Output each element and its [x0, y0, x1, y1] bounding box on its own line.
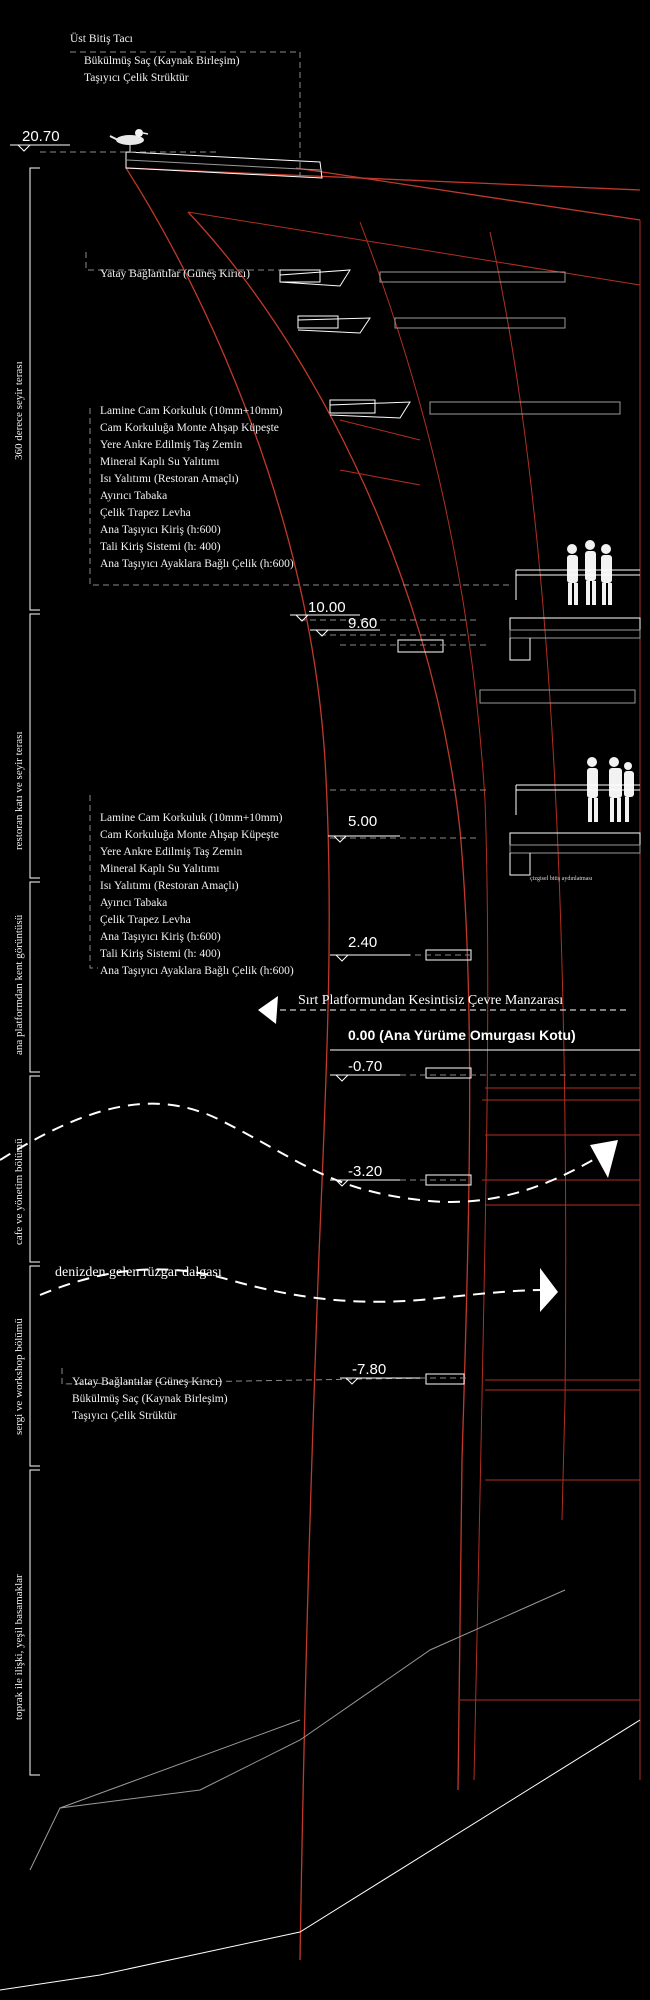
- layer-item: Isı Yalıtımı (Restoran Amaçlı): [100, 473, 239, 485]
- layer-item: Mineral Kaplı Su Yalıtımı: [100, 456, 219, 468]
- level-label: -0.70: [348, 1058, 382, 1075]
- ground-lines: [0, 1589, 641, 1991]
- layer-item: Lamine Cam Korkuluk (10mm+10mm): [100, 405, 283, 417]
- section-label: ana platformdan kent görüntüsü: [13, 914, 25, 1055]
- section-label: sergi ve workshop bölümü: [13, 1318, 25, 1435]
- wind-wave-lower: [39, 1268, 558, 1312]
- layer-item: Ana Taşıyıcı Ayaklara Bağlı Çelik (h:600…: [100, 965, 294, 977]
- level-label: 20.70: [22, 128, 60, 145]
- section-labels: 360 derece seyir terası restoran katı ve…: [13, 361, 25, 1720]
- layer-item: Yere Ankre Edilmiş Taş Zemin: [100, 846, 242, 858]
- top-label: Taşıyıcı Çelik Strüktür: [84, 72, 189, 84]
- layer-item: Mineral Kaplı Su Yalıtımı: [100, 863, 219, 875]
- lighting-note: çizgisel bitiş aydınlatması: [530, 876, 593, 882]
- panorama-text: Sırt Platformundan Kesintisiz Çevre Manz…: [298, 993, 563, 1008]
- bottom-label: Bükülmüş Saç (Kaynak Birleşim): [72, 1393, 228, 1405]
- level-label: 10.00: [308, 599, 346, 616]
- level-label: -7.80: [352, 1361, 386, 1378]
- level-label: 5.00: [348, 813, 377, 830]
- seagull-icon: [109, 129, 149, 152]
- layer-item: Ayırıcı Tabaka: [100, 897, 167, 909]
- level-label: 2.40: [348, 934, 377, 951]
- section-brackets: [29, 167, 40, 1776]
- layer-item: Ana Taşıyıcı Kiriş (h:600): [100, 931, 221, 943]
- layer-list-upper: Lamine Cam Korkuluk (10mm+10mm) Cam Kork…: [100, 405, 294, 570]
- layer-item: Ana Taşıyıcı Kiriş (h:600): [100, 524, 221, 536]
- layer-item: Lamine Cam Korkuluk (10mm+10mm): [100, 812, 283, 824]
- layer-item: Ayırıcı Tabaka: [100, 490, 167, 502]
- sun-breaker-label: Yatay Bağlantılar (Güneş Kırıcı): [100, 268, 250, 280]
- top-label: Üst Bitiş Tacı: [70, 31, 133, 45]
- layer-item: Yere Ankre Edilmiş Taş Zemin: [100, 439, 242, 451]
- layer-item: Çelik Trapez Levha: [100, 914, 191, 926]
- layer-item: Isı Yalıtımı (Restoran Amaçlı): [100, 880, 239, 892]
- wind-wave-upper: [0, 1102, 618, 1203]
- top-labels: Üst Bitiş Tacı Bükülmüş Saç (Kaynak Birl…: [70, 31, 240, 84]
- bottom-labels: Yatay Bağlantılar (Güneş Kırıcı) Bükülmü…: [72, 1376, 228, 1422]
- layer-item: Ana Taşıyıcı Ayaklara Bağlı Çelik (h:600…: [100, 558, 294, 570]
- layer-item: Çelik Trapez Levha: [100, 507, 191, 519]
- top-crown: [125, 151, 323, 179]
- sun-breakers: [279, 269, 636, 1385]
- layer-item: Cam Korkuluğa Monte Ahşap Küpeşte: [100, 829, 279, 841]
- people-silhouettes: [567, 540, 634, 822]
- terrace-slabs: [509, 569, 641, 876]
- wind-text: denizden gelen rüzgar dalgası: [55, 1265, 222, 1280]
- section-label: 360 derece seyir terası: [13, 361, 25, 460]
- level-label: 0.00 (Ana Yürüme Omurgası Kotu): [348, 1027, 576, 1043]
- section-label: restoran katı ve seyir terası: [13, 731, 25, 850]
- bottom-label: Taşıyıcı Çelik Strüktür: [72, 1410, 177, 1422]
- level-markers: [10, 144, 640, 1385]
- panorama-arrow: [258, 996, 630, 1024]
- layer-list-lower: Lamine Cam Korkuluk (10mm+10mm) Cam Kork…: [100, 812, 294, 977]
- level-label: -3.20: [348, 1163, 382, 1180]
- bottom-label: Yatay Bağlantılar (Güneş Kırıcı): [72, 1376, 222, 1388]
- layer-item: Tali Kiriş Sistemi (h: 400): [100, 541, 221, 553]
- section-label: cafe ve yönetim bölümü: [13, 1138, 25, 1245]
- level-label: 9.60: [348, 615, 377, 632]
- steel-structure: [125, 167, 641, 1961]
- layer-item: Tali Kiriş Sistemi (h: 400): [100, 948, 221, 960]
- top-label: Bükülmüş Saç (Kaynak Birleşim): [84, 55, 240, 67]
- layer-item: Cam Korkuluğa Monte Ahşap Küpeşte: [100, 422, 279, 434]
- section-label: toprak ile ilişki, yeşil basamaklar: [13, 1574, 25, 1720]
